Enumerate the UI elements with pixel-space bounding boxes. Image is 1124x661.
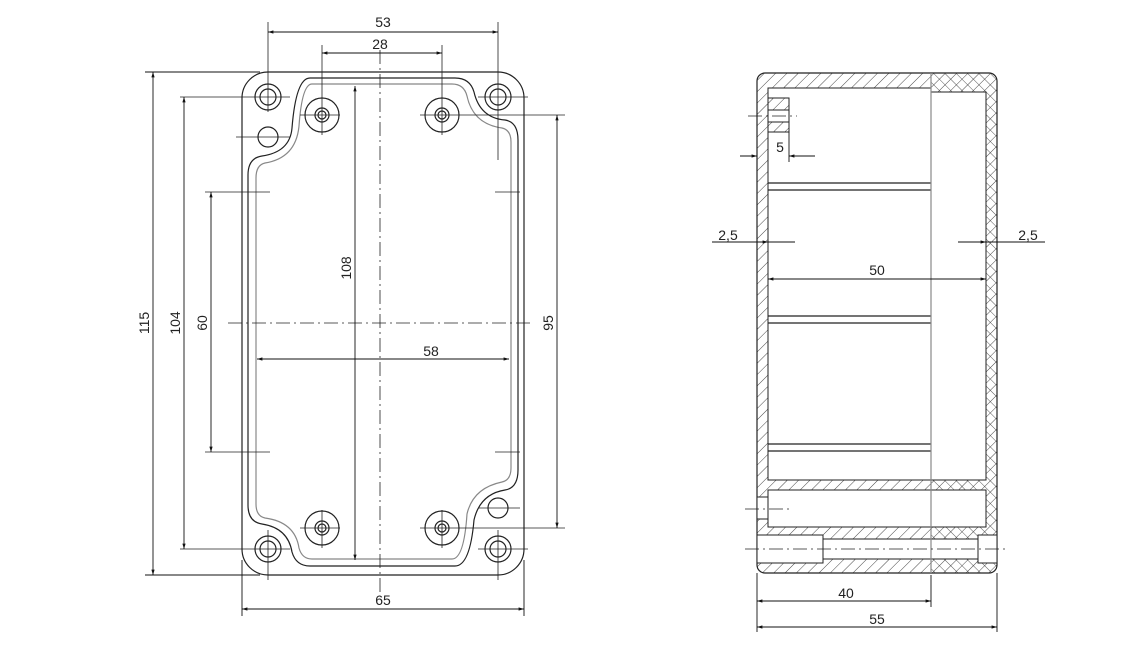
outer-outline [241,71,525,576]
dim-58: 58 [423,343,439,359]
dim-40: 40 [838,585,854,601]
dim-53: 53 [375,14,391,30]
dim-60: 60 [194,315,210,331]
dim-115: 115 [136,312,152,335]
center-marks [180,22,565,580]
front-view: 53 28 115 104 60 108 58 95 65 [136,14,565,616]
dim-108: 108 [338,256,354,280]
dim-55: 55 [869,611,885,627]
dim-5: 5 [776,139,784,155]
dim-104: 104 [167,311,183,335]
cavity-main [767,87,932,481]
dim-65: 65 [375,592,391,608]
section-view: 5 2,5 2,5 50 40 55 [712,72,1045,632]
cavity-lid [930,91,987,481]
dim-28: 28 [372,36,388,52]
dim-50: 50 [869,262,885,278]
dim-2-5-left: 2,5 [718,227,738,243]
ribs [768,182,931,452]
dim-95: 95 [540,315,556,331]
dim-2-5-right: 2,5 [1018,227,1038,243]
section-dimension-lines [712,132,1045,632]
dimension-lines [145,30,559,616]
inner-wall-outer [247,77,519,567]
inner-wall-inner [255,83,512,560]
lower-cavity [767,489,987,528]
